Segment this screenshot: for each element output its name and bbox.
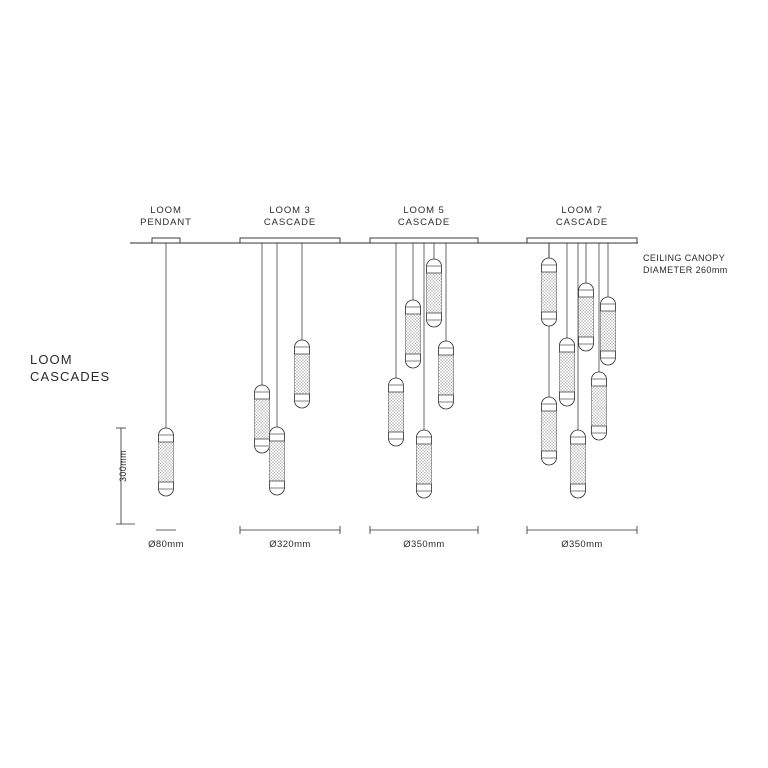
pendant-fixture [591, 243, 607, 441]
pendant-mesh-band [416, 444, 432, 484]
canopy-note-line2: DIAMETER 260mm [643, 265, 728, 275]
ceiling-canopy [369, 237, 479, 244]
pendant-fixture [426, 243, 442, 328]
pendant-fixture [541, 243, 557, 466]
diameter-label-loom-5-cascade: Ø350mm [403, 539, 444, 550]
group-label-line2-loom-7-cascade: CASCADE [556, 217, 608, 228]
pendant-mesh-band [600, 311, 616, 351]
pendant-mesh-band [559, 352, 575, 392]
group-label-line1-loom-3-cascade: LOOM 3 [269, 205, 310, 216]
ceiling-canopy [239, 237, 341, 244]
pendant-fixture [269, 243, 285, 496]
pendant-mesh-band [426, 273, 442, 313]
canopy-note-line1: CEILING CANOPY [643, 253, 725, 263]
pendant-mesh-band [570, 444, 586, 484]
pendant-fixture [416, 243, 432, 499]
pendant-fixture [570, 243, 586, 499]
group-label-line2-loom-3-cascade: CASCADE [264, 217, 316, 228]
pendant-mesh-band [541, 272, 557, 312]
page-title-line1: LOOM [30, 352, 73, 367]
pendant-fixture [254, 243, 270, 454]
group-label-line1-loom-pendant: LOOM [150, 205, 182, 216]
group-label-line2-loom-5-cascade: CASCADE [398, 217, 450, 228]
height-dimension-label: 300mm [118, 450, 128, 482]
ceiling-canopy [151, 237, 181, 244]
pendant-mesh-band [591, 386, 607, 426]
pendant-fixture [158, 243, 174, 497]
pendant-fixture [405, 243, 421, 369]
ceiling-canopy [526, 237, 638, 244]
group-label-line1-loom-5-cascade: LOOM 5 [403, 205, 444, 216]
diameter-label-loom-7-cascade: Ø350mm [561, 539, 602, 550]
pendant-mesh-band [269, 441, 285, 481]
pendant-fixture [438, 243, 454, 410]
pendant-fixture [600, 243, 616, 366]
pendant-mesh-band [438, 355, 454, 395]
group-label-line2-loom-pendant: PENDANT [140, 217, 192, 228]
pendant-fixture [578, 243, 594, 352]
pendant-mesh-band [405, 314, 421, 354]
pendant-fixture [294, 243, 310, 409]
page-title-line2: CASCADES [30, 369, 110, 384]
pendant-fixture [541, 243, 557, 327]
pendant-mesh-band [541, 411, 557, 451]
diameter-label-loom-3-cascade: Ø320mm [269, 539, 310, 550]
pendant-mesh-band [158, 442, 174, 482]
pendant-fixture [388, 243, 404, 447]
pendant-mesh-band [254, 399, 270, 439]
diameter-label-loom-pendant: Ø80mm [148, 539, 184, 550]
group-label-line1-loom-7-cascade: LOOM 7 [561, 205, 602, 216]
pendant-mesh-band [294, 354, 310, 394]
pendant-mesh-band [578, 297, 594, 337]
pendant-fixture [559, 243, 575, 407]
pendant-mesh-band [388, 392, 404, 432]
